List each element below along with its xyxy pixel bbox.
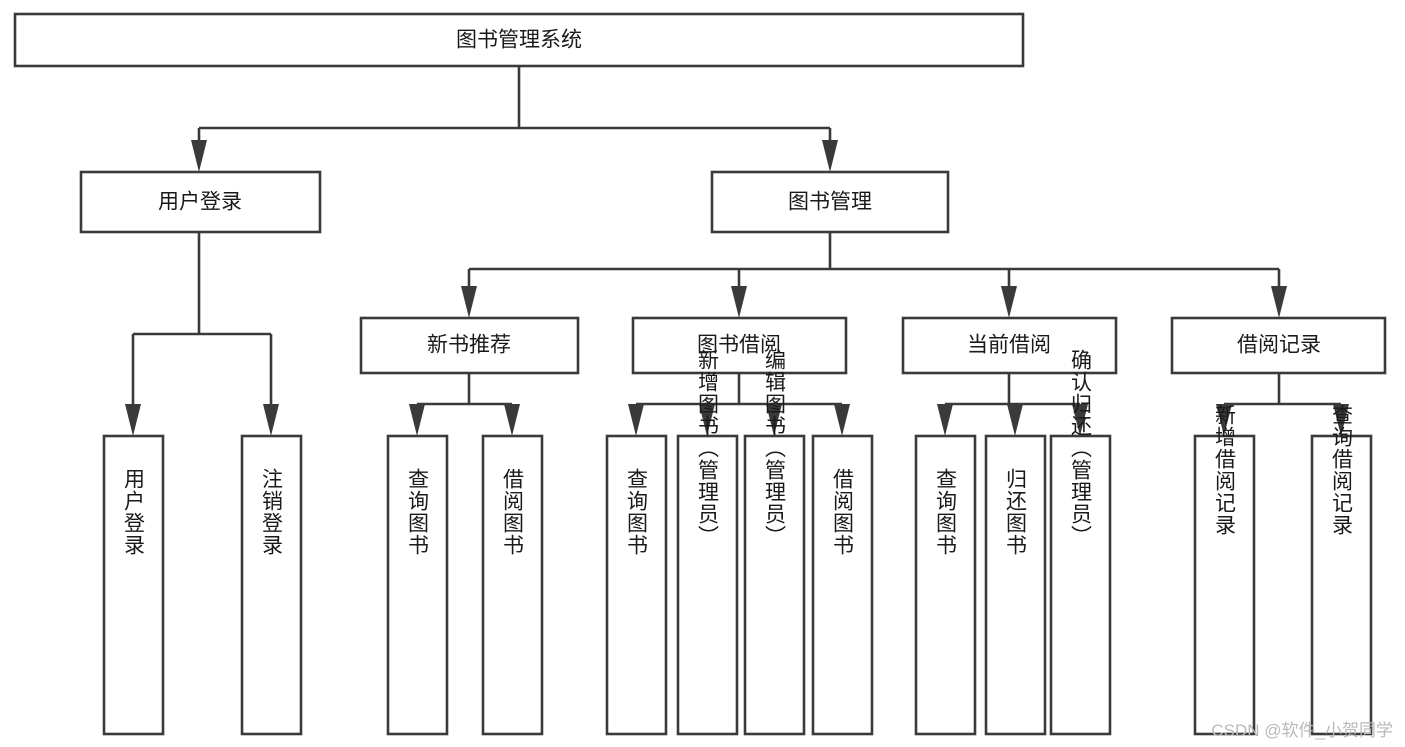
node-current-borrow-label: 当前借阅 <box>967 334 1051 357</box>
leaf-book-borrow-4-label: 借阅图书 <box>831 468 855 556</box>
leaf-new-book-1-label: 查询图书 <box>406 468 430 556</box>
node-borrow-records[interactable]: 借阅记录 <box>1170 316 1387 375</box>
arrow-head-borrow-leaf-2 <box>699 404 715 436</box>
node-user-login[interactable]: 用户登录 <box>79 170 322 234</box>
leaf-records-1-label: 新增借阅记录 <box>1213 404 1237 536</box>
arrow-head-current-leaf-2 <box>1007 404 1023 436</box>
leaf-records-2[interactable]: 查询借阅记录 <box>1310 404 1373 736</box>
arrow-head-leaf-user-login-2 <box>263 404 279 436</box>
arrow-head-borrow-records <box>1271 286 1287 318</box>
node-root-box <box>13 12 1025 68</box>
edges-layer <box>125 66 1349 436</box>
leaf-book-borrow-4-box <box>811 434 874 736</box>
leaf-book-borrow-1[interactable]: 查询图书 <box>605 434 668 736</box>
node-book-mgmt-label: 图书管理 <box>788 191 872 214</box>
node-book-borrow[interactable]: 图书借阅 <box>631 316 848 375</box>
arrow-head-leaf-user-login-1 <box>125 404 141 436</box>
leaf-records-1[interactable]: 新增借阅记录 <box>1193 404 1256 736</box>
node-new-book-rec[interactable]: 新书推荐 <box>359 316 580 375</box>
leaf-book-borrow-1-label: 查询图书 <box>625 468 649 556</box>
leaf-current-borrow-1-box <box>914 434 977 736</box>
arrow-head-book-borrow <box>731 286 747 318</box>
leaf-user-login-1-label: 用户登录 <box>122 468 146 556</box>
arrow-head-borrow-leaf-1 <box>628 404 644 436</box>
arrow-head-records-leaf-1 <box>1216 404 1232 436</box>
watermark-text: CSDN @软件_小贺同学 <box>1211 721 1393 740</box>
arrow-head-current-borrow <box>1001 286 1017 318</box>
node-root-label: 图书管理系统 <box>456 29 582 52</box>
leaf-current-borrow-1[interactable]: 查询图书 <box>914 434 977 736</box>
leaf-current-borrow-2-box <box>984 434 1047 736</box>
arrow-head-borrow-leaf-3 <box>766 404 782 436</box>
node-book-mgmt-box <box>710 170 950 234</box>
leaf-new-book-1-box <box>386 434 449 736</box>
arrow-head-new-book-leaf-1 <box>409 404 425 436</box>
arrow-head-current-leaf-3 <box>1072 404 1088 436</box>
leaf-records-1-box <box>1193 434 1256 736</box>
leaf-records-2-box <box>1310 434 1373 736</box>
leaf-current-borrow-2-label: 归还图书 <box>1004 468 1028 556</box>
node-current-borrow-box <box>901 316 1118 375</box>
leaf-current-borrow-1-label: 查询图书 <box>934 468 958 556</box>
leaf-new-book-2-label: 借阅图书 <box>501 468 525 556</box>
leaf-current-borrow-3-box <box>1049 434 1112 736</box>
leaf-current-borrow-3[interactable]: 确认归还（管理员） <box>1049 349 1112 736</box>
node-new-book-rec-label: 新书推荐 <box>427 334 511 357</box>
leaf-user-login-1[interactable]: 用户登录 <box>102 434 165 736</box>
leaf-new-book-1[interactable]: 查询图书 <box>386 434 449 736</box>
leaf-book-borrow-3-box <box>743 434 806 736</box>
node-new-book-rec-box <box>359 316 580 375</box>
node-borrow-records-box <box>1170 316 1387 375</box>
leaf-book-borrow-3-label: 编辑图书（管理员） <box>763 349 787 547</box>
leaf-book-borrow-2[interactable]: 新增图书（管理员） <box>676 349 739 736</box>
node-user-login-box <box>79 170 322 234</box>
arrow-head-user-login <box>191 140 207 172</box>
leaf-new-book-2[interactable]: 借阅图书 <box>481 434 544 736</box>
leaf-records-2-label: 查询借阅记录 <box>1330 404 1354 536</box>
arrow-head-book-mgmt <box>822 140 838 172</box>
arrow-head-current-leaf-1 <box>937 404 953 436</box>
leaf-user-login-2-label: 注销登录 <box>260 468 284 556</box>
arrow-head-new-book-leaf-2 <box>504 404 520 436</box>
leaf-book-borrow-3[interactable]: 编辑图书（管理员） <box>743 349 806 736</box>
node-book-borrow-box <box>631 316 848 375</box>
leaf-book-borrow-2-box <box>676 434 739 736</box>
leaf-book-borrow-1-box <box>605 434 668 736</box>
leaf-user-login-2[interactable]: 注销登录 <box>240 434 303 736</box>
leaf-user-login-1-box <box>102 434 165 736</box>
leaf-new-book-2-box <box>481 434 544 736</box>
leaf-book-borrow-4[interactable]: 借阅图书 <box>811 434 874 736</box>
node-root[interactable]: 图书管理系统 <box>13 12 1025 68</box>
leaf-current-borrow-3-label: 确认归还（管理员） <box>1069 349 1093 547</box>
node-book-borrow-label: 图书借阅 <box>697 334 781 357</box>
leaf-book-borrow-2-label: 新增图书（管理员） <box>696 349 720 547</box>
node-current-borrow[interactable]: 当前借阅 <box>901 316 1118 375</box>
arrow-head-records-leaf-2 <box>1333 404 1349 436</box>
arrow-head-borrow-leaf-4 <box>834 404 850 436</box>
node-book-mgmt[interactable]: 图书管理 <box>710 170 950 234</box>
node-borrow-records-label: 借阅记录 <box>1237 334 1321 357</box>
leaf-user-login-2-box <box>240 434 303 736</box>
leaf-current-borrow-2[interactable]: 归还图书 <box>984 434 1047 736</box>
node-user-login-label: 用户登录 <box>158 191 242 214</box>
arrow-head-new-book <box>461 286 477 318</box>
